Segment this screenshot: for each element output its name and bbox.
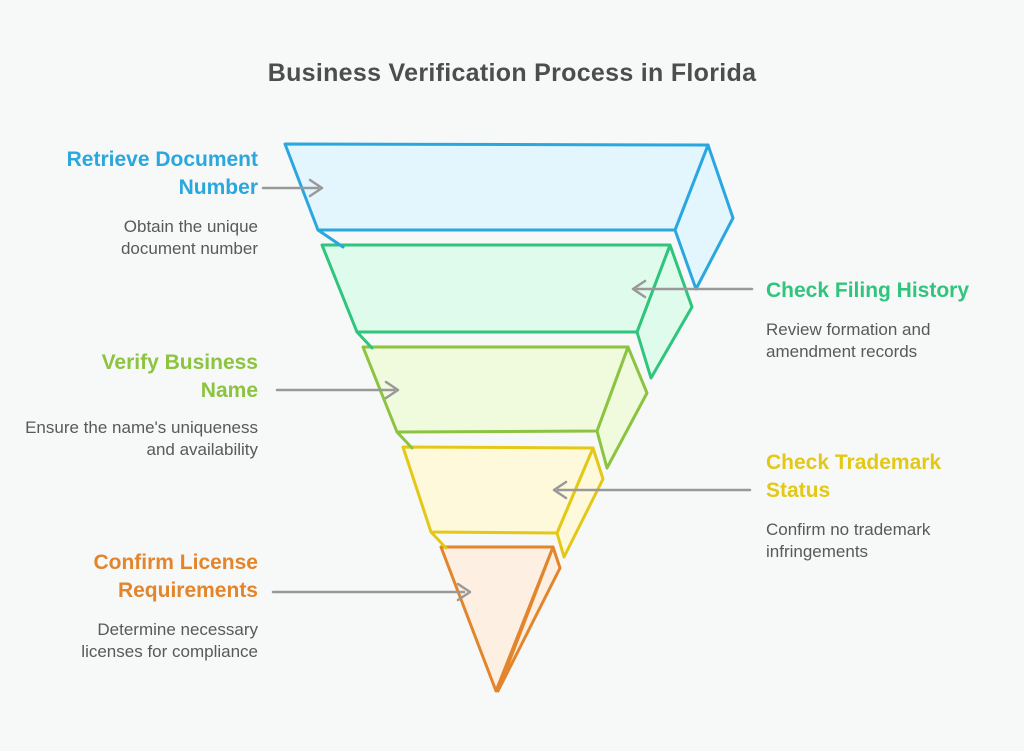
funnel-layer-retrieve-document-number bbox=[283, 142, 735, 291]
layer2-front-face bbox=[320, 243, 672, 334]
funnel-layer-confirm-license-requirements bbox=[439, 545, 562, 693]
arrow-verify-business-name bbox=[275, 380, 400, 400]
layer2-left-edge-connector bbox=[355, 330, 374, 350]
layer3-front-face bbox=[361, 345, 630, 434]
page-title: Business Verification Process in Florida bbox=[267, 59, 757, 87]
step-label-verify-business-name: Verify Business Name bbox=[101, 351, 258, 402]
layer1-left-edge-connector bbox=[316, 228, 345, 249]
step-desc-verify-business-name: Ensure the name's uniqueness and availab… bbox=[25, 418, 258, 459]
layer1-front-face bbox=[283, 142, 710, 232]
funnel-layer-check-trademark-status bbox=[401, 445, 605, 559]
arrow-check-filing-history bbox=[631, 279, 754, 299]
step-desc-confirm-license-requirements: Determine necessary licenses for complia… bbox=[81, 620, 258, 661]
step-label-retrieve-document-number: Retrieve Document Number bbox=[66, 148, 258, 199]
step-desc-check-filing-history: Review formation and amendment records bbox=[766, 320, 931, 361]
layer4-front-face bbox=[401, 445, 595, 535]
arrow-confirm-license-requirements bbox=[271, 582, 472, 602]
funnel-layer-verify-business-name bbox=[361, 345, 649, 470]
arrow-retrieve-document-number bbox=[261, 178, 324, 198]
step-desc-retrieve-document-number: Obtain the unique document number bbox=[120, 217, 258, 258]
step-label-confirm-license-requirements: Confirm License Requirements bbox=[93, 551, 258, 602]
step-label-check-filing-history: Check Filing History bbox=[766, 279, 970, 302]
layer3-left-edge-connector bbox=[395, 430, 414, 450]
arrow-check-trademark-status bbox=[552, 480, 752, 500]
layer5-front-face bbox=[439, 545, 555, 693]
step-label-check-trademark-status: Check Trademark Status bbox=[766, 451, 942, 502]
step-desc-check-trademark-status: Confirm no trademark infringements bbox=[766, 520, 931, 561]
layer4-left-edge-connector bbox=[429, 530, 448, 550]
funnel-layer-check-filing-history bbox=[320, 243, 694, 380]
